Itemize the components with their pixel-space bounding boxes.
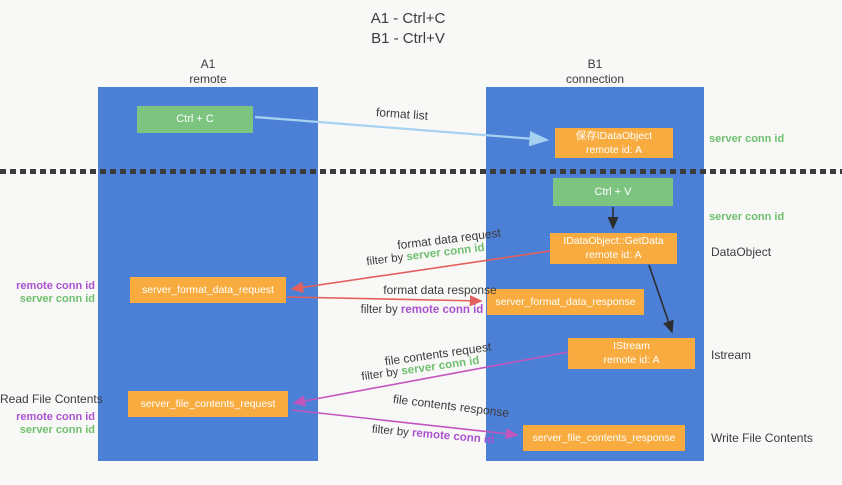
filter-value-remote-conn-id: remote conn id [411, 427, 495, 447]
remote-conn-id-label-1: remote conn id [16, 280, 95, 292]
ctrl-v-node: Ctrl + V [553, 178, 673, 206]
lane-b1-subtitle: connection [565, 71, 625, 86]
save-idataobject-node: 保存IDataObject remote id: A [555, 128, 673, 158]
server-format-data-request-node: server_format_data_request [130, 277, 286, 303]
dataobject-label: DataObject [711, 245, 772, 259]
lane-a1-subtitle: remote [189, 71, 227, 86]
format-list-label: format list [375, 105, 429, 123]
ctrl-c-label: Ctrl + C [176, 113, 214, 125]
lane-header-b1: B1 connection [486, 57, 704, 86]
filter-prefix: filter by [371, 423, 413, 440]
session-divider-dotted-line [0, 169, 842, 174]
format-data-response-label: format data response [383, 283, 497, 297]
server-file-contents-response-node: server_file_contents_response [523, 425, 685, 451]
idataobject-getdata-node: IDataObject::GetData remote id: A [550, 233, 677, 264]
filter-prefix: filter by [360, 304, 401, 316]
lane-header-a1: A1 remote [98, 57, 318, 86]
getdata-line1: IDataObject::GetData [563, 235, 664, 247]
remote-conn-id-label-2: remote conn id [16, 411, 95, 423]
server-conn-id-label-1: server conn id [19, 293, 95, 305]
write-file-contents-label: Write File Contents [711, 431, 813, 445]
lane-b1-name: B1 [587, 57, 603, 71]
getdata-line2: remote id: A [585, 248, 642, 261]
istream-node: IStream remote id: A [568, 338, 695, 369]
diagram-title: A1 - Ctrl+C B1 - Ctrl+V [308, 9, 508, 49]
filter-value-remote-conn-id: remote conn id [400, 304, 484, 316]
lane-a1-name: A1 [200, 57, 216, 71]
istream-line1: IStream [613, 340, 650, 352]
title-line-2: B1 - Ctrl+V [371, 30, 445, 47]
title-line-1: A1 - Ctrl+C [370, 10, 446, 27]
ctrl-v-label: Ctrl + V [594, 186, 632, 198]
read-file-contents-label: Read File Contents [0, 392, 103, 406]
server-conn-id-label-2: server conn id [19, 424, 95, 436]
format-request-label: server_format_data_request [142, 284, 274, 296]
save-idataobject-line2: remote id: A [585, 143, 643, 156]
istream-side-label: Istream [711, 348, 752, 362]
server-file-contents-request-node: server_file_contents_request [128, 391, 288, 417]
file-request-label: server_file_contents_request [140, 398, 276, 410]
format-response-label: server_format_data_response [495, 296, 636, 308]
server-format-data-response-node: server_format_data_response [487, 289, 644, 315]
filter-by-remote-conn-id-label-1: filter by remote conn id [352, 304, 492, 316]
istream-line2: remote id: A [603, 353, 660, 366]
server-conn-id-label-top: server conn id [709, 133, 785, 145]
server-conn-id-label-mid: server conn id [709, 211, 785, 223]
file-response-label: server_file_contents_response [532, 432, 676, 444]
ctrl-c-node: Ctrl + C [137, 106, 253, 133]
save-idataobject-line1: 保存IDataObject [575, 130, 653, 142]
